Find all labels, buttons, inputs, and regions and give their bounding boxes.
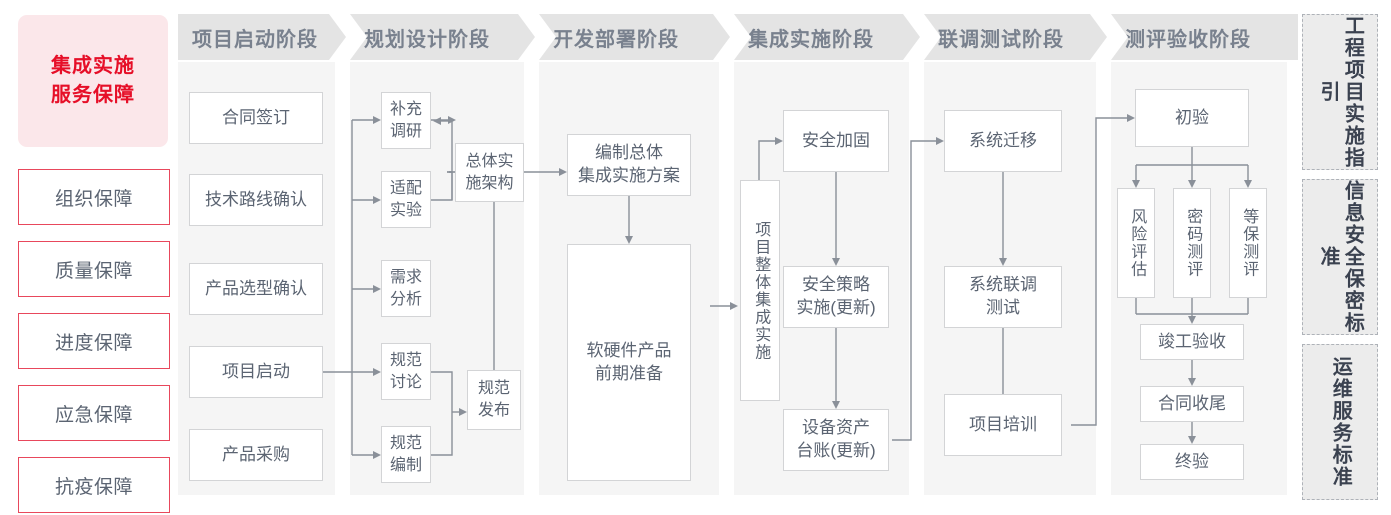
rail-item-schedule[interactable]: 进度保障	[18, 313, 170, 369]
rail-item-emergency[interactable]: 应急保障	[18, 385, 170, 441]
phase-header-1[interactable]: 项目启动阶段	[178, 14, 346, 60]
node-completion-acceptance[interactable]: 竣工验收	[1140, 324, 1244, 360]
node-contract-signing[interactable]: 合同签订	[189, 92, 323, 144]
phase-header-5-label: 联调测试阶段	[938, 28, 1064, 51]
node-security-hardening[interactable]: 安全加固	[783, 110, 889, 172]
right-rail-security-standard[interactable]: 信息安全保密标准	[1302, 179, 1378, 335]
right-rail-label-2: 信息安全保密标准	[1317, 180, 1364, 334]
node-spec-drafting[interactable]: 规范编制	[381, 426, 431, 483]
node-mlps-evaluation[interactable]: 等保测评	[1229, 188, 1267, 298]
node-spec-discussion[interactable]: 规范讨论	[381, 343, 431, 400]
phase-header-3[interactable]: 开发部署阶段	[539, 14, 730, 60]
node-system-migration[interactable]: 系统迁移	[944, 110, 1062, 172]
node-hw-sw-preparation[interactable]: 软硬件产品前期准备	[567, 244, 691, 481]
left-rail: 集成实施服务保障 组织保障 质量保障 进度保障 应急保障 抗疫保障	[18, 15, 170, 513]
node-project-kickoff[interactable]: 项目启动	[189, 346, 323, 398]
node-risk-assessment[interactable]: 风险评估	[1117, 188, 1155, 298]
phase-header-3-label: 开发部署阶段	[553, 28, 679, 51]
node-contract-closure[interactable]: 合同收尾	[1140, 386, 1244, 422]
phase-header-5[interactable]: 联调测试阶段	[924, 14, 1107, 60]
rail-item-organization[interactable]: 组织保障	[18, 169, 170, 225]
right-rail-label-1: 工程项目实施指引	[1317, 15, 1364, 169]
right-rail-engineering-guide[interactable]: 工程项目实施指引	[1302, 14, 1378, 170]
node-preliminary-acceptance[interactable]: 初验	[1135, 89, 1249, 147]
phase-header-4-label: 集成实施阶段	[748, 28, 874, 51]
diagram-title: 集成实施服务保障	[18, 15, 168, 147]
node-crypto-evaluation[interactable]: 密码测评	[1173, 188, 1211, 298]
right-rail-label-3: 运维服务标准	[1329, 356, 1352, 488]
node-adaptation-experiment[interactable]: 适配实验	[381, 171, 431, 228]
phase-header-6-label: 测评验收阶段	[1125, 28, 1251, 51]
node-asset-ledger[interactable]: 设备资产台账(更新)	[783, 409, 889, 471]
node-overall-architecture[interactable]: 总体实施架构	[455, 143, 524, 202]
node-final-acceptance[interactable]: 终验	[1140, 444, 1244, 480]
node-overall-project-integration[interactable]: 项目整体集成实施	[740, 180, 780, 401]
node-supplementary-research[interactable]: 补充调研	[381, 92, 431, 149]
phase-header-2-label: 规划设计阶段	[364, 28, 490, 51]
node-security-policy[interactable]: 安全策略实施(更新)	[783, 266, 889, 328]
phase-panel-2	[350, 62, 524, 495]
node-overall-integration-plan[interactable]: 编制总体集成实施方案	[567, 134, 691, 196]
node-project-training[interactable]: 项目培训	[944, 394, 1062, 456]
phase-header-6[interactable]: 测评验收阶段	[1111, 14, 1298, 60]
phase-header-2[interactable]: 规划设计阶段	[350, 14, 535, 60]
node-product-selection[interactable]: 产品选型确认	[189, 263, 323, 315]
phase-header-4[interactable]: 集成实施阶段	[734, 14, 920, 60]
phase-header-1-label: 项目启动阶段	[192, 28, 318, 51]
node-requirement-analysis[interactable]: 需求分析	[381, 260, 431, 317]
right-rail-ops-standard[interactable]: 运维服务标准	[1302, 344, 1378, 500]
node-system-joint-test[interactable]: 系统联调测试	[944, 266, 1062, 328]
node-tech-route-confirm[interactable]: 技术路线确认	[189, 174, 323, 226]
node-product-purchase[interactable]: 产品采购	[189, 429, 323, 481]
rail-item-quality[interactable]: 质量保障	[18, 241, 170, 297]
rail-item-epidemic[interactable]: 抗疫保障	[18, 457, 170, 513]
node-spec-release[interactable]: 规范发布	[467, 370, 521, 430]
